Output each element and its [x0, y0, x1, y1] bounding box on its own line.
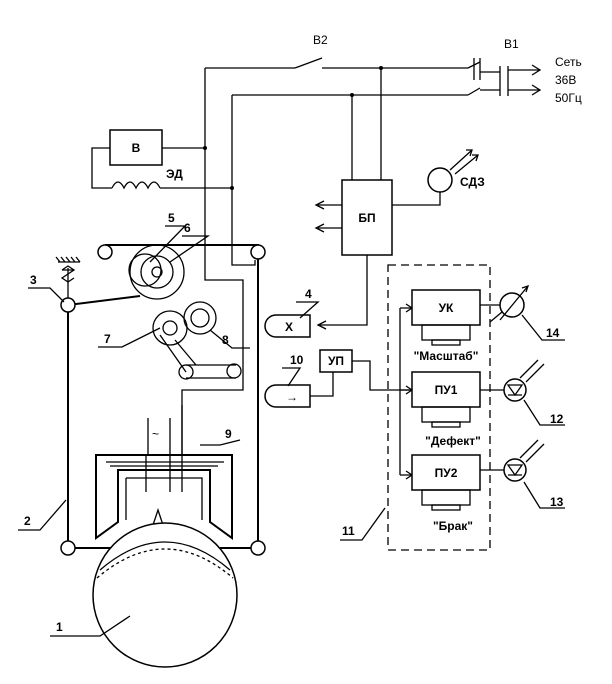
callout-10: 10: [290, 353, 304, 367]
block-pu1: [411, 371, 481, 408]
block-pu2-label: ПУ2: [435, 466, 458, 480]
indicators: [480, 284, 545, 482]
callout-8: 8: [222, 333, 229, 347]
reel-6-outer: [129, 244, 185, 300]
head-9: [95, 454, 233, 540]
power-supply: БП СДЗ: [314, 149, 485, 330]
callout-5: 5: [168, 211, 175, 225]
network-line3: 50Гц: [555, 91, 582, 105]
block-pu1-label: ПУ1: [435, 383, 458, 397]
block-up-label: УП: [328, 354, 344, 368]
sensor-x-label: Х: [285, 320, 293, 334]
motor-block: В ЭД: [91, 129, 232, 190]
switch-b1-label: В1: [504, 37, 519, 51]
motor-ed-label: ЭД: [166, 167, 183, 181]
control-unit-11: УК "Масштаб" ПУ1 "Дефект" ПУ2 "Брак": [387, 264, 491, 551]
callout-3: 3: [30, 273, 37, 287]
block-bp-label: БП: [358, 211, 375, 225]
mains-wiring: [205, 57, 542, 97]
block-uk: [411, 289, 481, 326]
block-uk-label: УК: [439, 301, 454, 315]
sensor-arrow: → УП: [264, 349, 412, 408]
switch-b2-blade: [294, 57, 323, 69]
lamp-sdz: [427, 167, 453, 193]
switch-b2-label: В2: [313, 33, 328, 47]
pulley-7: [152, 310, 188, 346]
callout-11: 11: [342, 524, 355, 538]
bp-output-arrows: [314, 200, 325, 233]
lamp-sdz-label: СДЗ: [460, 175, 485, 189]
reel-5: [128, 253, 162, 287]
callout-6: 6: [184, 221, 191, 235]
callout-9: 9: [225, 427, 232, 441]
callout-13: 13: [550, 495, 564, 509]
block-pu2: [411, 454, 481, 491]
sensor-x: Х: [264, 314, 311, 338]
caption-scale: "Масштаб": [414, 349, 479, 363]
led-12: [503, 378, 527, 402]
block-v: [109, 129, 163, 166]
drum-1: [92, 522, 238, 668]
caption-reject: "Брак": [433, 519, 473, 533]
callout-2: 2: [24, 514, 31, 528]
sensor-arrow-label: →: [286, 390, 298, 404]
switch-b1-contacts: [473, 58, 481, 80]
mains-arrows: [531, 64, 542, 96]
callout-14: 14: [546, 326, 560, 340]
callout-1: 1: [56, 620, 63, 634]
spring-3: [60, 265, 76, 283]
callouts: 1 2 3 4 5 6 7 8 9 10 11 12 13 14: [18, 211, 565, 637]
pulley-8: [183, 301, 217, 335]
caption-defect: "Дефект": [425, 434, 481, 448]
tape-mechanism: [55, 244, 266, 556]
led-13: [503, 458, 527, 482]
block-bp: [341, 179, 393, 256]
tilde-symbol: ~: [152, 427, 159, 441]
callout-7: 7: [104, 332, 111, 346]
callout-12: 12: [550, 412, 564, 426]
drive-link: [159, 334, 236, 379]
network-line1: Сеть: [555, 55, 582, 69]
motor-coil: [111, 181, 161, 190]
magnetic-head: ~: [95, 405, 233, 540]
block-v-label: В: [132, 141, 141, 155]
network-line2: 36В: [555, 73, 576, 87]
callout-4: 4: [305, 287, 312, 301]
